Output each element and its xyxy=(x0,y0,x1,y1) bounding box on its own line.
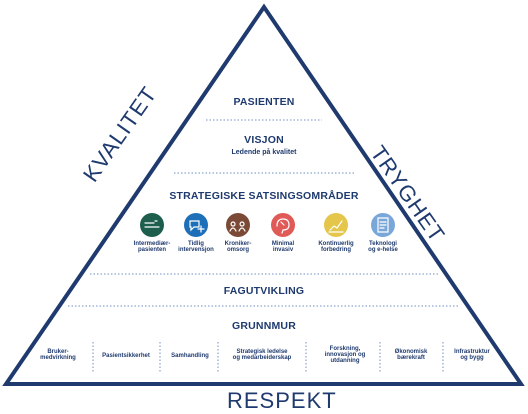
people-icon xyxy=(226,213,250,237)
level-visjon-title: VISJON xyxy=(244,134,284,146)
strategic-area-line1: Tidlig xyxy=(188,241,204,247)
foundation-item-line: Forskning, xyxy=(329,345,361,352)
foundation-item-line: innovasjon og xyxy=(324,351,366,358)
foundation-item-line: og bygg xyxy=(460,355,484,362)
foundation-item: Bruker-medvirkning xyxy=(18,349,98,362)
side-label-bottom: RESPEKT xyxy=(227,388,337,413)
trend-chart-icon xyxy=(324,213,348,237)
foundation-item-line: Økonomisk xyxy=(394,349,428,355)
level-fagutvikling: FAGUTVIKLING xyxy=(223,285,305,297)
brain-icon xyxy=(271,213,295,237)
strategic-area-label: Intermediær-pasienten xyxy=(122,241,182,254)
strategic-area-line1: Teknologi xyxy=(369,241,397,247)
strategic-area-line1: Minimal xyxy=(271,241,295,247)
foundation-item-line: Infrastruktur xyxy=(454,349,490,355)
level-grunnmur: GRUNNMUR xyxy=(231,320,296,332)
strategic-area-line2: intervensjon xyxy=(178,247,214,254)
strategic-area-line1: Intermediær- xyxy=(133,241,171,247)
foundation-item: Samhandling xyxy=(150,353,230,359)
strategic-area-line2: forbedring xyxy=(321,247,351,254)
level-visjon-sub: Ledende på kvalitet xyxy=(231,149,297,156)
foundation-item-line: medvirkning xyxy=(40,355,76,362)
strategic-area-line2: og e-helse xyxy=(368,247,398,254)
foundation-item-line: utdanning xyxy=(330,358,360,365)
strategic-area-line2: invasiv xyxy=(272,247,294,254)
strategic-area-line2: omsorg xyxy=(226,247,249,254)
foundation-item-line: Pasientsikkerhet xyxy=(102,352,150,359)
strategic-area-line1: Kontinuerlig xyxy=(318,241,354,247)
tablet-icon xyxy=(371,213,395,237)
level-strategi-title: STRATEGISKE SATSINGSOMRÅDER xyxy=(169,190,359,202)
foundation-item-line: og medarbeiderskap xyxy=(232,355,292,362)
strategic-area-label: Kroniker-omsorg xyxy=(208,241,268,254)
foundation-item-line: bærekraft xyxy=(397,355,425,362)
level-pasienten: PASIENTEN xyxy=(233,96,295,108)
strategic-area-line1: Kroniker- xyxy=(224,241,252,247)
foundation-item: Pasientsikkerhet xyxy=(86,353,166,359)
foundation-item-line: Samhandling xyxy=(171,352,209,359)
bed-icon xyxy=(140,213,164,237)
chat-plus-icon xyxy=(184,213,208,237)
strategic-area-line2: pasienten xyxy=(137,247,166,254)
foundation-item-line: Bruker- xyxy=(47,349,69,355)
foundation-item-line: Strategisk ledelse xyxy=(236,349,288,355)
